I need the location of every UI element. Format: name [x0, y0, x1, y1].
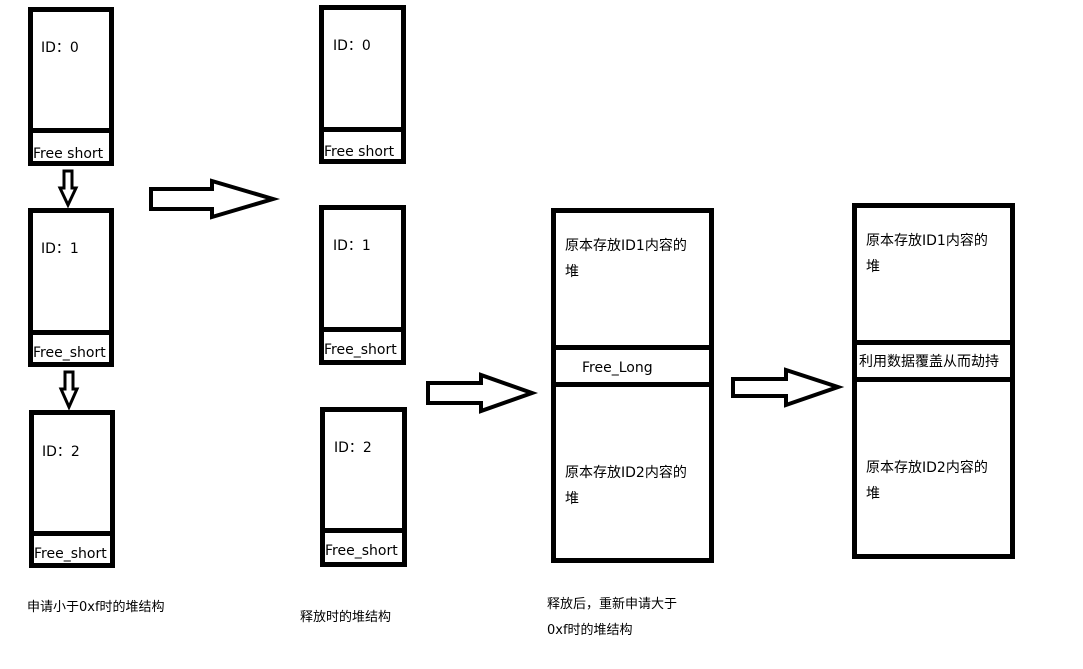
chunk-divider [324, 127, 401, 132]
chunk-box-col2-id1: ID：1 Free_short [319, 205, 406, 365]
down-arrow-icon [58, 370, 80, 411]
caption-col2: 释放时的堆结构 [300, 610, 392, 625]
chunk-divider [556, 382, 709, 387]
chunk-box-col1-id1: ID：1 Free_short [28, 208, 114, 367]
top-region-text-line2: 堆 [866, 259, 880, 275]
chunk-divider [324, 327, 401, 332]
chunk-id-label: ID：1 [41, 241, 79, 257]
chunk-footer-label: Free_short [33, 345, 106, 361]
down-arrow-icon [57, 169, 79, 209]
chunk-divider [33, 128, 109, 133]
chunk-footer-label: Free short [33, 146, 104, 162]
chunk-box-col1-id2: ID：2 Free_short [29, 410, 115, 568]
overwrite-hijack-label: 利用数据覆盖从而劫持 [859, 354, 999, 370]
free-long-label: Free_Long [582, 360, 653, 376]
chunk-id-label: ID：0 [333, 38, 371, 54]
chunk-footer-label: Free_short [34, 546, 107, 562]
caption-col3-line2: 0xf时的堆结构 [547, 623, 633, 638]
chunk-divider [857, 340, 1010, 345]
caption-col1: 申请小于0xf时的堆结构 [27, 600, 165, 615]
hijacked-chunk-col4: 原本存放ID1内容的 堆 利用数据覆盖从而劫持 原本存放ID2内容的 堆 [852, 203, 1015, 559]
right-arrow-icon [731, 367, 845, 408]
caption-col3-line1: 释放后，重新申请大于 [547, 597, 678, 612]
chunk-id-label: ID：2 [334, 440, 372, 456]
chunk-divider [857, 377, 1010, 382]
chunk-footer-label: Free_short [324, 342, 397, 358]
top-region-text-line1: 原本存放ID1内容的 [565, 238, 687, 254]
chunk-id-label: ID：2 [42, 444, 80, 460]
bottom-region-text-line1: 原本存放ID2内容的 [866, 460, 988, 476]
chunk-footer-label: Free_short [325, 543, 398, 559]
merged-chunk-col3: 原本存放ID1内容的 堆 Free_Long 原本存放ID2内容的 堆 [551, 208, 714, 563]
chunk-box-col2-id0: ID：0 Free short [319, 5, 406, 164]
chunk-box-col2-id2: ID：2 Free_short [320, 407, 407, 567]
chunk-divider [34, 531, 110, 536]
right-arrow-icon [149, 178, 281, 220]
top-region-text-line2: 堆 [565, 264, 579, 280]
bottom-region-text-line2: 堆 [565, 491, 579, 507]
chunk-footer-label: Free short [324, 144, 395, 160]
chunk-divider [33, 330, 109, 335]
top-region-text-line1: 原本存放ID1内容的 [866, 233, 988, 249]
right-arrow-icon [426, 372, 539, 414]
chunk-id-label: ID：1 [333, 238, 371, 254]
bottom-region-text-line2: 堆 [866, 486, 880, 502]
chunk-divider [556, 345, 709, 350]
chunk-divider [325, 528, 402, 533]
bottom-region-text-line1: 原本存放ID2内容的 [565, 465, 687, 481]
chunk-box-col1-id0: ID：0 Free short [28, 7, 114, 166]
chunk-id-label: ID：0 [41, 40, 79, 56]
